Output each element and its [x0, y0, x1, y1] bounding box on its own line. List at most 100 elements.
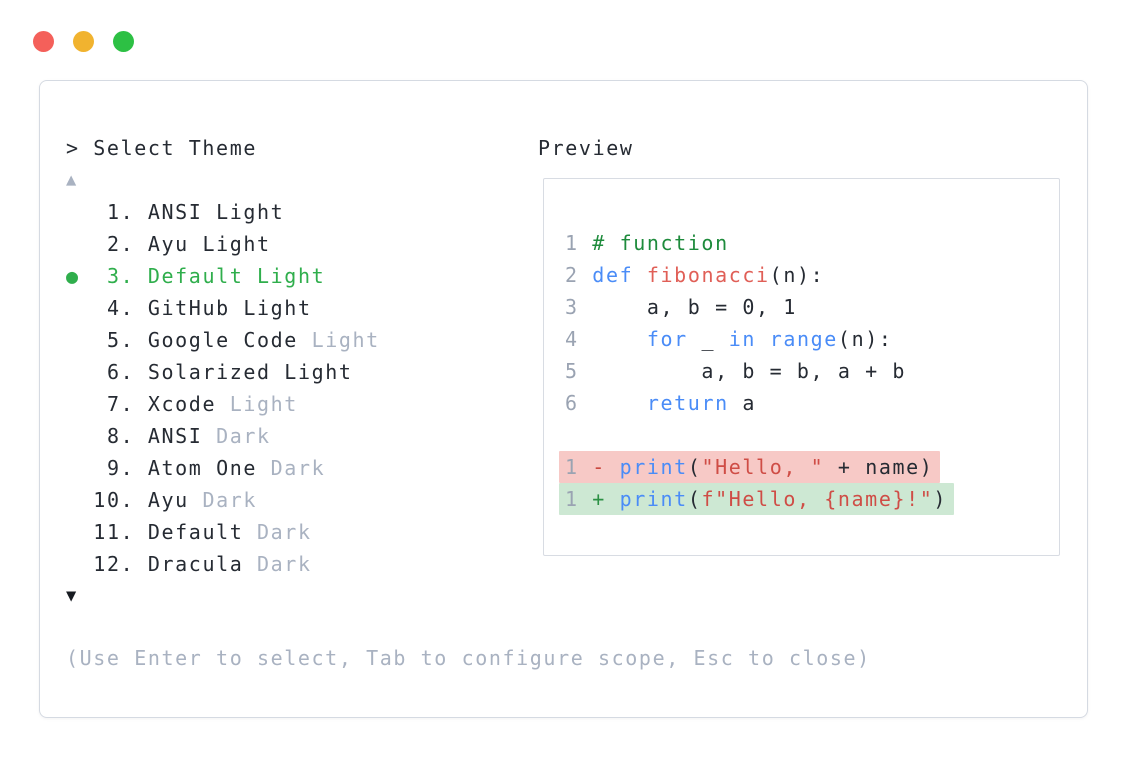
token-keyword: print — [619, 455, 688, 479]
theme-item-ansi-light[interactable]: 1. ANSI Light — [66, 196, 380, 228]
theme-item-name: ANSI — [147, 424, 203, 448]
bullet-slot — [66, 296, 93, 320]
theme-list: 1. ANSI Light 2. Ayu Light● 3. Default L… — [66, 196, 380, 580]
theme-item-name: Xcode — [147, 392, 217, 416]
theme-item-number: 5. — [93, 328, 148, 352]
theme-selector-panel: > Select Theme ▲ 1. ANSI Light 2. Ayu Li… — [39, 80, 1088, 718]
theme-item-default-light[interactable]: ● 3. Default Light — [66, 260, 380, 292]
close-button[interactable] — [33, 31, 54, 52]
theme-item-variant: Light — [216, 392, 298, 416]
token-plain: a — [728, 391, 757, 415]
theme-item-variant: Light — [243, 264, 326, 288]
theme-item-default-dark[interactable]: 11. Default Dark — [66, 516, 380, 548]
maximize-button[interactable] — [113, 31, 134, 52]
line-number: 6 — [565, 391, 593, 415]
theme-item-number: 10. — [93, 488, 148, 512]
theme-item-number: 8. — [93, 424, 148, 448]
theme-item-number: 3. — [93, 264, 148, 288]
token-minus: - — [592, 455, 606, 479]
token-plain — [606, 487, 620, 511]
token-function: fibonacci — [646, 263, 770, 287]
token-keyword: range — [769, 327, 838, 351]
bullet-slot — [66, 552, 93, 576]
minimize-button[interactable] — [73, 31, 94, 52]
token-plain: ( — [687, 487, 702, 511]
token-plain — [633, 263, 647, 287]
diff-added-line: 1 + print(f"Hello, {name}!") — [559, 483, 1059, 515]
code-line: 4 for _ in range(n): — [565, 323, 1059, 355]
theme-item-xcode-light[interactable]: 7. Xcode Light — [66, 388, 380, 420]
token-plain — [756, 327, 770, 351]
bullet-slot — [66, 520, 93, 544]
token-keyword: def — [592, 263, 634, 287]
theme-item-name: ANSI — [147, 200, 203, 224]
theme-item-number: 2. — [93, 232, 148, 256]
line-number: 1 — [565, 455, 593, 479]
token-keyword: for — [646, 327, 688, 351]
code-line: 5 a, b = b, a + b — [565, 355, 1059, 387]
token-string: "Hello, " — [701, 455, 825, 479]
theme-item-ansi-dark[interactable]: 8. ANSI Dark — [66, 420, 380, 452]
diff-added-highlight: 1 + print(f"Hello, {name}!") — [559, 483, 955, 515]
theme-item-github-light[interactable]: 4. GitHub Light — [66, 292, 380, 324]
bullet-slot — [66, 424, 93, 448]
selected-bullet-icon: ● — [66, 264, 94, 288]
bullet-slot — [66, 392, 93, 416]
theme-item-dracula-dark[interactable]: 12. Dracula Dark — [66, 548, 380, 580]
theme-item-name: Ayu — [147, 488, 189, 512]
bullet-slot — [66, 232, 93, 256]
theme-item-variant: Light — [297, 328, 380, 352]
theme-item-atom-one-dark[interactable]: 9. Atom One Dark — [66, 452, 380, 484]
theme-item-name: GitHub — [147, 296, 230, 320]
theme-item-name: Solarized — [147, 360, 271, 384]
theme-item-ayu-light[interactable]: 2. Ayu Light — [66, 228, 380, 260]
theme-item-name: Default — [147, 264, 244, 288]
theme-item-variant: Light — [229, 296, 312, 320]
preview-heading: Preview — [538, 136, 634, 160]
theme-item-variant: Dark — [257, 456, 326, 480]
bullet-slot — [66, 488, 93, 512]
token-plus: + — [592, 487, 606, 511]
scroll-up-icon[interactable]: ▲ — [66, 170, 78, 190]
bullet-slot — [66, 360, 93, 384]
line-number: 2 — [565, 263, 593, 287]
diff-removed-highlight: 1 - print("Hello, " + name) — [559, 451, 941, 483]
theme-item-ayu-dark[interactable]: 10. Ayu Dark — [66, 484, 380, 516]
token-plain — [606, 455, 620, 479]
line-number: 3 — [565, 295, 593, 319]
theme-item-variant: Light — [202, 200, 285, 224]
help-text: (Use Enter to select, Tab to configure s… — [66, 646, 871, 670]
line-number: 5 — [565, 359, 593, 383]
token-keyword: in — [728, 327, 757, 351]
theme-item-number: 6. — [93, 360, 148, 384]
bullet-slot — [66, 328, 93, 352]
token-plain: + name) — [824, 455, 934, 479]
theme-item-variant: Light — [188, 232, 271, 256]
theme-item-solarized-light[interactable]: 6. Solarized Light — [66, 356, 380, 388]
line-number: 1 — [565, 231, 593, 255]
token-plain — [592, 327, 647, 351]
bullet-slot — [66, 200, 93, 224]
theme-item-variant: Dark — [188, 488, 258, 512]
code-line — [565, 419, 1059, 451]
token-plain: (n): — [837, 327, 893, 351]
scroll-down-icon[interactable]: ▼ — [66, 586, 78, 606]
code-line: 6 return a — [565, 387, 1059, 419]
token-string: f"Hello, {name}!" — [701, 487, 934, 511]
theme-item-number: 11. — [93, 520, 148, 544]
token-plain: a, b = 0, 1 — [592, 295, 797, 319]
code-line: 3 a, b = 0, 1 — [565, 291, 1059, 323]
token-keyword: print — [619, 487, 688, 511]
theme-item-variant: Dark — [243, 520, 312, 544]
theme-item-number: 12. — [93, 552, 148, 576]
code-line: 1 # function — [565, 227, 1059, 259]
theme-item-variant: Dark — [243, 552, 312, 576]
theme-item-google-code-light[interactable]: 5. Google Code Light — [66, 324, 380, 356]
theme-item-name: Ayu — [147, 232, 189, 256]
code-line: 2 def fibonacci(n): — [565, 259, 1059, 291]
theme-item-number: 9. — [93, 456, 148, 480]
window-controls — [33, 31, 134, 52]
token-plain: a, b = b, a + b — [592, 359, 907, 383]
theme-item-name: Google Code — [147, 328, 298, 352]
